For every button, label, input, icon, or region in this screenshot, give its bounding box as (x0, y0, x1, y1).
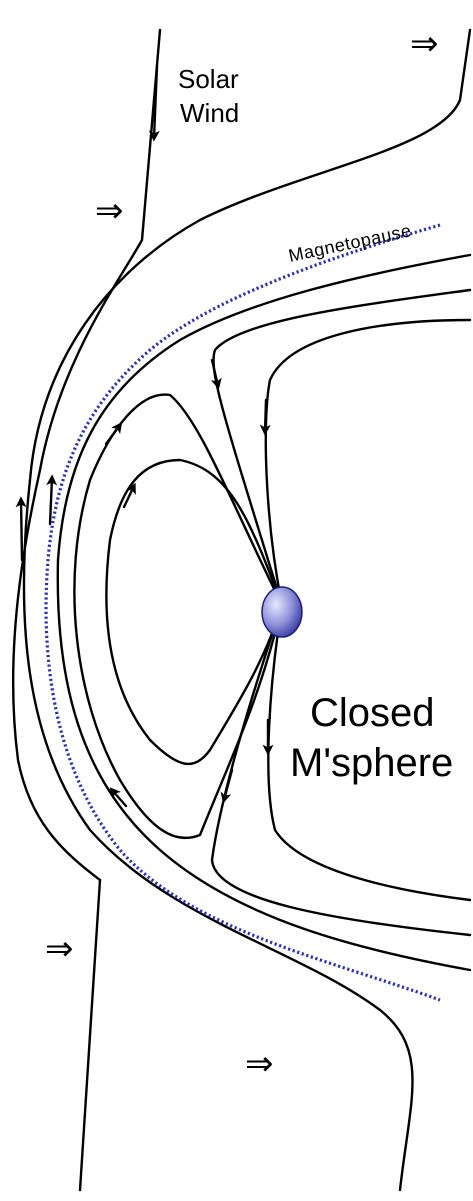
solar-wind-label-line1: Solar (178, 64, 239, 94)
tail-field-line-2 (264, 318, 472, 607)
closed-field-line-front-outer (73, 393, 284, 840)
flow-arrow-lower-left: ⇒ (45, 929, 74, 969)
solar-wind-field-line-upper-arrow (148, 64, 160, 142)
tail-field-line-1-arrow (210, 358, 222, 390)
tail-field-line-4-arrow (220, 768, 234, 804)
flank-field-line-upper (56, 253, 472, 562)
solar-wind-field-line-upper-arrow-2 (15, 496, 27, 562)
closed-field-line-front-outer-arrow-1 (104, 422, 123, 446)
closed-field-line-front-inner (105, 458, 284, 765)
solar-wind-field-line-right-arrow (46, 474, 58, 526)
flow-arrow-top-right: ⇒ (410, 24, 439, 64)
tail-field-line-3 (267, 603, 472, 902)
closed-magnetosphere-label-line2: M'sphere (290, 741, 453, 785)
tail-field-line-4 (210, 603, 472, 937)
closed-magnetosphere-label-line1: Closed (310, 691, 435, 735)
closed-field-line-front-inner-arrow (122, 482, 136, 509)
solar-wind-field-line-upper (11, 28, 162, 882)
solar-wind-label-line2: Wind (180, 98, 239, 128)
tail-field-line-2-arrow (259, 398, 271, 436)
solar-wind-field-line-right (22, 28, 472, 1192)
magnetopause-label: Magnetopause (287, 220, 414, 266)
tail-field-line-1 (212, 288, 472, 607)
flow-arrow-bottom: ⇒ (245, 1044, 274, 1084)
solar-wind-field-line-lower (78, 878, 102, 1192)
closed-field-line-front-outer-arrow-2 (109, 787, 128, 808)
flank-field-line-lower (56, 558, 472, 972)
flow-arrow-upper-left: ⇒ (95, 191, 124, 231)
planet (261, 586, 303, 638)
